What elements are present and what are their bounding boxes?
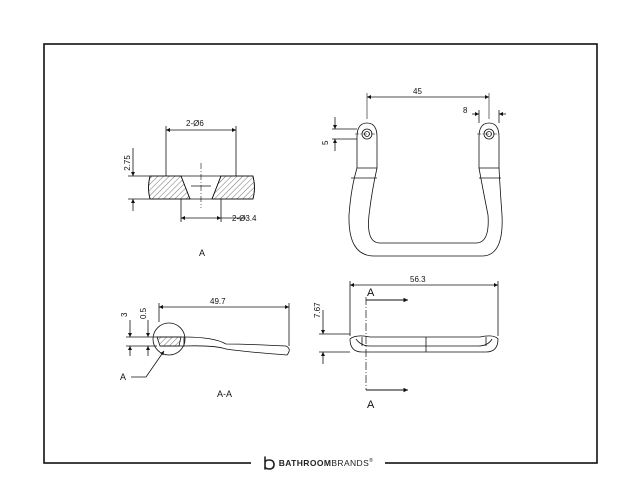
section-a-hatch-left [148, 175, 191, 200]
side-section-callout: A [120, 372, 126, 382]
brand-b-icon [263, 455, 275, 470]
brand-logo: BATHROOMBRANDS® [251, 454, 385, 472]
side-section-dim-thickness-a: 3 [120, 312, 129, 317]
top-view [332, 93, 506, 257]
section-a-hatch-right [211, 175, 255, 200]
side-section-label: A-A [217, 389, 232, 399]
front-view [319, 281, 499, 393]
top-view-dim-overall-width: 45 [413, 87, 422, 96]
section-mark-top: A [367, 287, 375, 299]
side-section-dim-thickness-b: 0.5 [139, 307, 148, 319]
section-a-dim-height: 2.75 [123, 155, 132, 171]
drawing-border [43, 43, 598, 464]
front-view-handle-outline [349, 335, 499, 353]
section-a-dim-bottom-width: 2-Ø3.4 [232, 214, 257, 223]
side-section-view [126, 303, 290, 378]
front-view-dim-overall-width: 56.3 [410, 275, 426, 284]
section-a-view [128, 126, 255, 222]
side-section-hatch [156, 336, 182, 347]
top-view-dim-hole-spacing: 8 [463, 106, 468, 115]
section-mark-bottom: A [367, 399, 375, 411]
side-section-dim-length: 49.7 [210, 297, 226, 306]
handle-outline-inner [368, 167, 489, 244]
front-view-dim-height: 7.67 [313, 302, 322, 318]
brand-name: BATHROOMBRANDS® [278, 458, 374, 468]
top-view-dim-end-height: 5 [321, 140, 330, 145]
section-a-dim-top-width: 2-Ø6 [186, 119, 204, 128]
section-a-label: A [199, 248, 205, 258]
handle-outline-outer [348, 167, 503, 257]
